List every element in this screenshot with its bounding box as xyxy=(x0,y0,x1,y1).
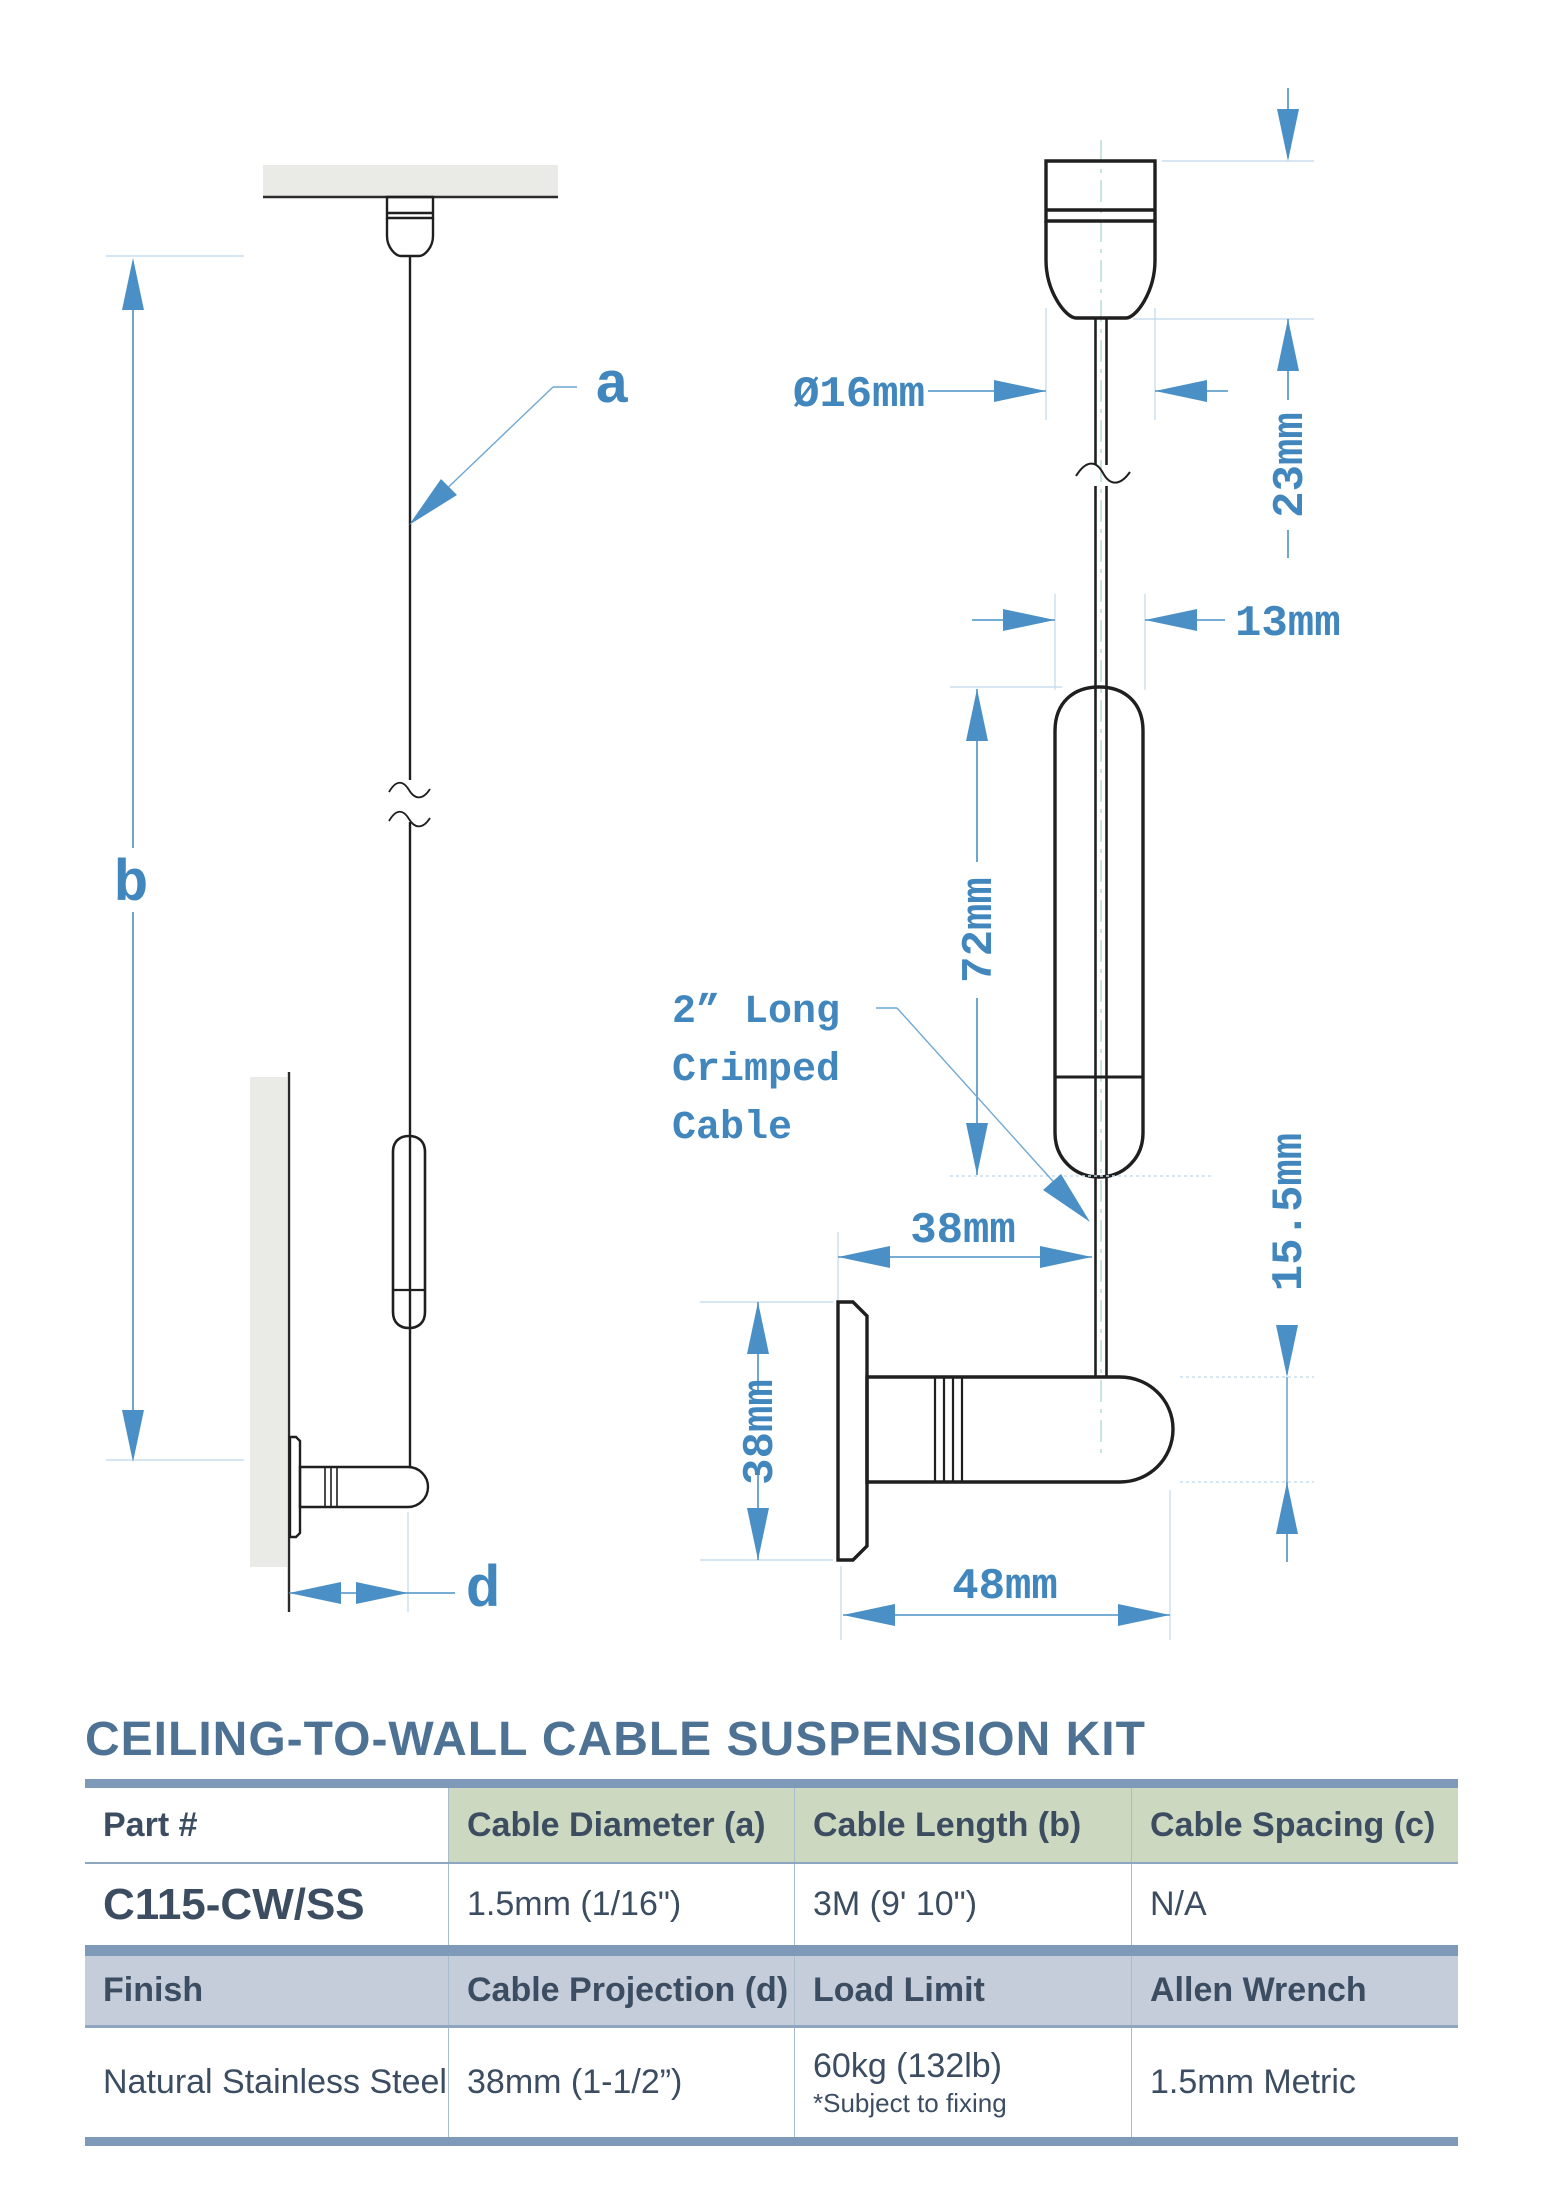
note-line-1: 2” Long xyxy=(672,990,840,1035)
detail-view: Ø16mm 23mm 13mm xyxy=(672,88,1341,1640)
value-allen-wrench: 1.5mm Metric xyxy=(1150,2063,1356,2102)
dimension-projection: 38mm xyxy=(838,1206,1092,1268)
arrow-down-icon xyxy=(122,1410,144,1462)
dimension-plate-height: 38mm xyxy=(736,1302,786,1560)
arrow-right-icon xyxy=(356,1582,408,1604)
value-cable-diameter: 1.5mm (1/16") xyxy=(449,1864,795,1945)
page-title: CEILING-TO-WALL CABLE SUSPENSION KIT xyxy=(85,1713,1146,1766)
value-part-number: C115-CW/SS xyxy=(85,1864,449,1945)
table-data-row-1: C115-CW/SS 1.5mm (1/16") 3M (9' 10") N/A xyxy=(85,1864,1458,1945)
finish-text: Natural Stainless Steel xyxy=(103,2063,447,2102)
dim-gripper-width-text: 13mm xyxy=(1235,599,1341,649)
note-line-2: Crimped xyxy=(672,1048,840,1093)
note-line-3: Cable xyxy=(672,1106,792,1151)
wall-surface xyxy=(250,1077,287,1567)
arrow-down-icon xyxy=(747,1508,769,1560)
arrow-down-icon xyxy=(1277,109,1299,161)
table-header-row-2: Finish Cable Projection (d) Load Limit A… xyxy=(85,1956,1458,2025)
header-cable-length: Cable Length (b) xyxy=(795,1788,1132,1862)
overall-assembly-view: b a d xyxy=(106,165,629,1624)
dimension-d: d xyxy=(289,1512,500,1624)
dimension-bracket-height: 15.5mm xyxy=(1265,1133,1315,1562)
arrow-up-icon xyxy=(1276,1482,1298,1534)
value-cable-projection: 38mm (1-1/2”) xyxy=(449,2028,795,2137)
arrow-up-icon xyxy=(122,258,144,310)
dim-overall-projection-text: 48mm xyxy=(952,1562,1058,1612)
arrow-left-icon xyxy=(838,1246,890,1268)
crimped-cable-callout: 2” Long Crimped Cable xyxy=(672,990,1090,1222)
arrow-left-icon xyxy=(1145,609,1197,631)
dim-fitting-height-text: 23mm xyxy=(1266,412,1316,518)
cable-detail xyxy=(1075,318,1131,1377)
suspension-cable xyxy=(388,256,431,1467)
arrow-down-icon xyxy=(1276,1325,1298,1377)
ceiling-fixing-detail xyxy=(1044,159,1157,320)
arrow-down-icon xyxy=(966,1123,988,1175)
arrow-up-icon xyxy=(1277,319,1299,371)
label-d: d xyxy=(466,1559,501,1624)
dimension-b: b xyxy=(106,255,244,1462)
dim-gripper-length-text: 72mm xyxy=(955,877,1005,983)
arrow-right-icon xyxy=(1118,1604,1170,1626)
dim-diameter-text: Ø16mm xyxy=(793,370,925,420)
value-load-limit: 60kg (132lb) *Subject to fixing xyxy=(795,2028,1132,2137)
load-limit-note: *Subject to fixing xyxy=(813,2088,1007,2119)
technical-drawing: b a d xyxy=(106,88,1341,1640)
header-cable-diameter: Cable Diameter (a) xyxy=(449,1788,795,1862)
label-b: b xyxy=(114,853,149,918)
cable-gripper xyxy=(391,1134,427,1330)
value-finish: Natural Stainless Steel xyxy=(85,2028,449,2137)
cable-gripper-detail xyxy=(1053,685,1145,1179)
ceiling-surface xyxy=(263,165,558,197)
table-bottom-bar xyxy=(85,2137,1458,2146)
arrow-left-icon xyxy=(289,1582,341,1604)
spec-table: Part # Cable Diameter (a) Cable Length (… xyxy=(85,1779,1458,2146)
arrow-left-icon xyxy=(1155,380,1207,402)
dimension-fitting-height: 23mm xyxy=(1266,88,1316,558)
cable-break-symbol xyxy=(388,781,431,799)
header-cable-spacing: Cable Spacing (c) xyxy=(1132,1788,1458,1862)
header-finish: Finish xyxy=(85,1956,449,2025)
table-top-bar xyxy=(85,1779,1458,1788)
arrow-leader-icon xyxy=(409,479,457,525)
table-divider xyxy=(85,2025,1458,2028)
dimension-gripper-width: 13mm xyxy=(972,599,1341,649)
arrow-right-icon xyxy=(994,380,1046,402)
cable-break-symbol xyxy=(388,810,431,828)
arrow-up-icon xyxy=(747,1302,769,1354)
header-load-limit: Load Limit xyxy=(795,1956,1132,2025)
table-divider xyxy=(85,1862,1458,1864)
callout-a: a xyxy=(409,355,629,525)
load-limit-text: 60kg (132lb) xyxy=(813,2047,1003,2086)
label-a: a xyxy=(595,355,630,420)
arrow-right-icon xyxy=(1040,1246,1092,1268)
header-part-number: Part # xyxy=(85,1788,449,1862)
arrow-right-icon xyxy=(1003,609,1055,631)
header-cable-projection: Cable Projection (d) xyxy=(449,1956,795,2025)
cable-break-symbol xyxy=(1075,462,1131,484)
value-cable-length: 3M (9' 10") xyxy=(795,1864,1132,1945)
dim-bracket-height-text: 15.5mm xyxy=(1265,1133,1315,1291)
dimension-gripper-length: 72mm xyxy=(955,689,1005,1175)
wall-bracket-detail xyxy=(836,1300,1175,1562)
arrow-leader-icon xyxy=(1043,1174,1090,1222)
ceiling-fixing xyxy=(385,195,435,258)
dim-plate-height-text: 38mm xyxy=(736,1379,786,1485)
dimension-overall-projection: 48mm xyxy=(843,1562,1170,1626)
table-header-row-1: Part # Cable Diameter (a) Cable Length (… xyxy=(85,1788,1458,1862)
extension-lines xyxy=(700,160,1314,1640)
arrow-left-icon xyxy=(843,1604,895,1626)
arrow-up-icon xyxy=(966,689,988,741)
header-allen-wrench: Allen Wrench xyxy=(1132,1956,1458,2025)
wall-bracket xyxy=(288,1435,430,1539)
value-cable-spacing: N/A xyxy=(1150,1885,1207,1924)
table-data-row-2: Natural Stainless Steel 38mm (1-1/2”) 60… xyxy=(85,2028,1458,2137)
table-middle-bar xyxy=(85,1945,1458,1956)
dim-projection-text: 38mm xyxy=(910,1206,1016,1256)
dimension-diameter: Ø16mm xyxy=(793,370,1228,420)
